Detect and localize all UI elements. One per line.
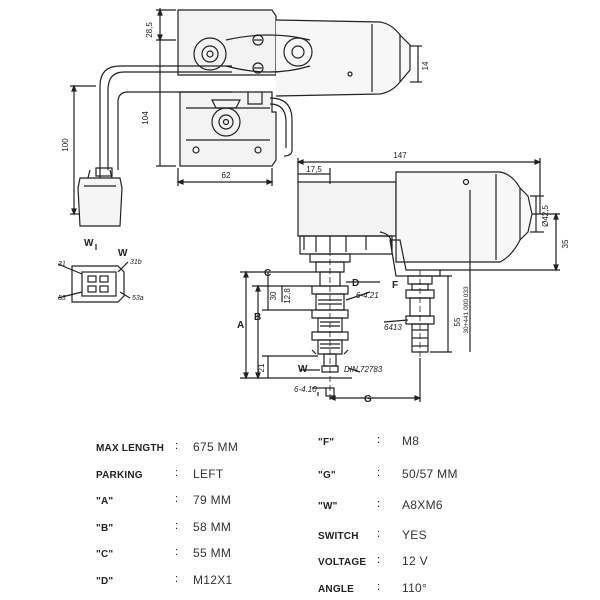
dim-14: 14 <box>421 61 430 70</box>
spec-colon: : <box>175 467 179 479</box>
letter-a: A <box>237 320 244 331</box>
spec-colon: : <box>377 467 381 479</box>
dim-17-5: 17,5 <box>306 165 322 174</box>
spec-row-angle: ANGLE <box>318 583 354 595</box>
spec-value-g: 50/57 MM <box>402 467 458 481</box>
spec-row-b: "B" <box>96 522 113 534</box>
dim-62: 62 <box>222 171 231 180</box>
spec-colon: : <box>377 528 381 540</box>
spec-row-voltage: VOLTAGE <box>318 556 366 568</box>
dim-21: 21 <box>257 363 266 372</box>
spec-value-max-length: 675 MM <box>193 440 239 454</box>
letter-w-right-view: W <box>298 364 308 375</box>
spec-label: "W" <box>318 501 338 512</box>
letter-c: C <box>264 268 271 279</box>
terminal-53: 53 <box>58 295 66 302</box>
spec-row-g: "G" <box>318 469 336 481</box>
spec-colon: : <box>377 434 381 446</box>
spec-value-b: 58 MM <box>193 520 232 534</box>
spec-row-parking: PARKING <box>96 469 143 481</box>
dim-6-4-10: 6-4.10 <box>294 385 317 394</box>
dim-100: 100 <box>61 138 70 152</box>
spec-label: PARKING <box>96 470 143 481</box>
spec-colon: : <box>175 520 179 532</box>
dim-din-72783: DIN 72783 <box>344 365 383 374</box>
spec-colon: : <box>175 546 179 558</box>
terminal-31b: 31b <box>130 259 142 266</box>
spec-colon: : <box>377 581 381 593</box>
dim-147: 147 <box>393 151 407 160</box>
connector-w-left: W <box>84 238 94 249</box>
spec-label: VOLTAGE <box>318 557 367 568</box>
spec-value-angle: 110° <box>402 581 428 595</box>
spec-value-voltage: 12 V <box>402 554 428 568</box>
spec-colon: : <box>377 554 381 566</box>
dim-30-441: 30+441 000 033 <box>463 286 470 334</box>
spec-colon: : <box>175 573 179 585</box>
spec-label: "F" <box>318 437 335 448</box>
spec-value-d: M12X1 <box>193 573 233 587</box>
dim-55: 55 <box>453 317 462 326</box>
dim-30: 30 <box>269 291 278 300</box>
spec-row-a: "A" <box>96 495 113 507</box>
terminal-53a: 53a <box>132 295 144 302</box>
spec-row-c: "C" <box>96 548 113 560</box>
dim-42-5: Ø42,5 <box>541 205 550 227</box>
dim-6-4-21: 6-4.21 <box>356 291 379 300</box>
spec-value-a: 79 MM <box>193 493 232 507</box>
letter-f: F <box>392 280 398 291</box>
terminal-31: 31 <box>58 261 66 268</box>
dim-35: 35 <box>561 239 570 248</box>
spec-colon: : <box>175 440 179 452</box>
spec-value-switch: YES <box>402 528 427 542</box>
spec-row-w: "W" <box>318 500 338 512</box>
spec-value-w: A8XM6 <box>402 498 443 512</box>
spec-label: "A" <box>96 496 114 507</box>
spec-label: "D" <box>96 576 114 587</box>
letter-g: G <box>364 394 372 405</box>
dim-104: 104 <box>141 111 150 125</box>
spec-row-max-length: MAX LENGTH <box>96 442 164 454</box>
spec-colon: : <box>377 498 381 510</box>
spec-label: "G" <box>318 470 336 481</box>
dim-6413: 6413 <box>384 323 402 332</box>
spec-row-switch: SWITCH <box>318 530 359 542</box>
dim-12-8: 12,8 <box>283 288 292 304</box>
spec-label: SWITCH <box>318 531 359 542</box>
spec-label: "C" <box>96 549 114 560</box>
spec-value-c: 55 MM <box>193 546 232 560</box>
spec-colon: : <box>175 493 179 505</box>
spec-label: "B" <box>96 523 114 534</box>
spec-label: MAX LENGTH <box>96 443 165 454</box>
connector-w-right: W <box>118 248 128 259</box>
spec-label: ANGLE <box>318 584 354 595</box>
spec-row-f: "F" <box>318 436 334 448</box>
letter-b: B <box>254 312 261 323</box>
spec-value-f: M8 <box>402 434 420 448</box>
dim-28-5: 28,5 <box>145 22 154 38</box>
wiper-motor-technical-drawing: 28,5 104 100 14 62 147 17,5 Ø42,5 35 30 … <box>57 8 570 405</box>
letter-d: D <box>352 278 359 289</box>
spec-row-d: "D" <box>96 575 113 587</box>
spec-value-parking: LEFT <box>193 467 224 481</box>
